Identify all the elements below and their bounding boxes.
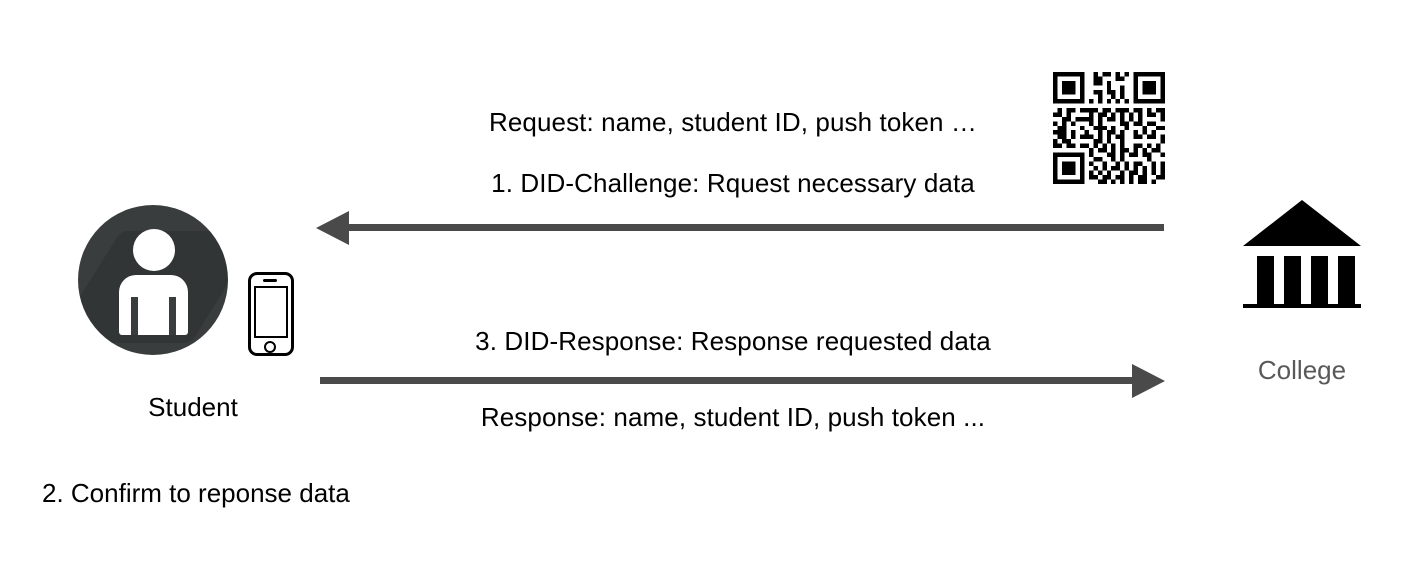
smartphone-icon [248,272,294,356]
qr-code-icon [1053,72,1165,189]
arrow-head-right-icon [1132,364,1165,398]
step1-label: 1. DID-Challenge: Rquest necessary data [491,168,975,198]
arrow-response [320,364,1170,398]
arrow-shaft [320,377,1137,384]
phone-speaker [263,279,277,282]
arrow-challenge [316,211,1166,245]
step2-note: 2. Confirm to reponse data [42,478,350,508]
bank-building-icon [1241,196,1363,323]
student-avatar [78,205,228,355]
response-payload-label: Response: name, student ID, push token .… [480,402,986,432]
arrow-shaft [347,224,1164,231]
student-label: Student [148,392,238,422]
college-label: College [1257,355,1347,385]
avatar-head [133,229,175,271]
step3-label: 3. DID-Response: Response requested data [475,326,991,356]
phone-home-button [264,341,276,353]
avatar-circle-background [78,205,228,355]
avatar-body [119,275,188,335]
avatar-arm-gap-right [169,297,176,335]
phone-screen [254,286,288,338]
avatar-arm-gap-left [131,297,138,335]
arrow-head-left-icon [316,211,349,245]
request-payload-label: Request: name, student ID, push token … [488,107,978,137]
